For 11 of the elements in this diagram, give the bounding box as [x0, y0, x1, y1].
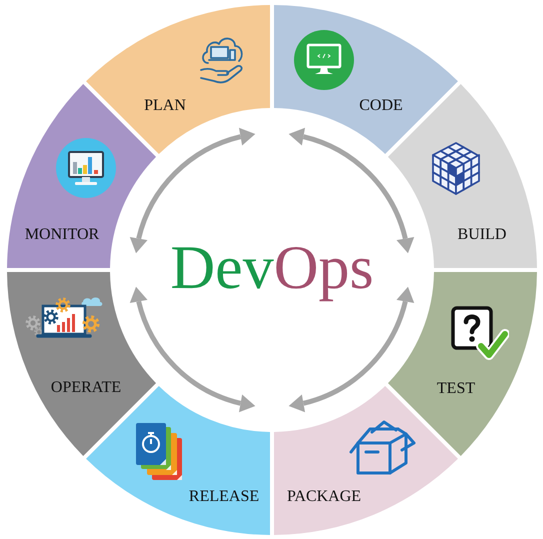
segment-label: CODE — [359, 98, 403, 114]
ring-segment — [7, 271, 157, 456]
segment-label: RELEASE — [188, 489, 260, 505]
title: DevOps — [170, 237, 374, 299]
segment-label: MONITOR — [24, 227, 100, 243]
segment-label: PACKAGE — [286, 489, 362, 505]
segment-label: BUILD — [458, 227, 506, 243]
segment-label: TEST — [436, 381, 476, 397]
segment-label: OPERATE — [50, 380, 122, 396]
ring-segment — [86, 5, 270, 155]
segment-label: PLAN — [144, 98, 186, 114]
